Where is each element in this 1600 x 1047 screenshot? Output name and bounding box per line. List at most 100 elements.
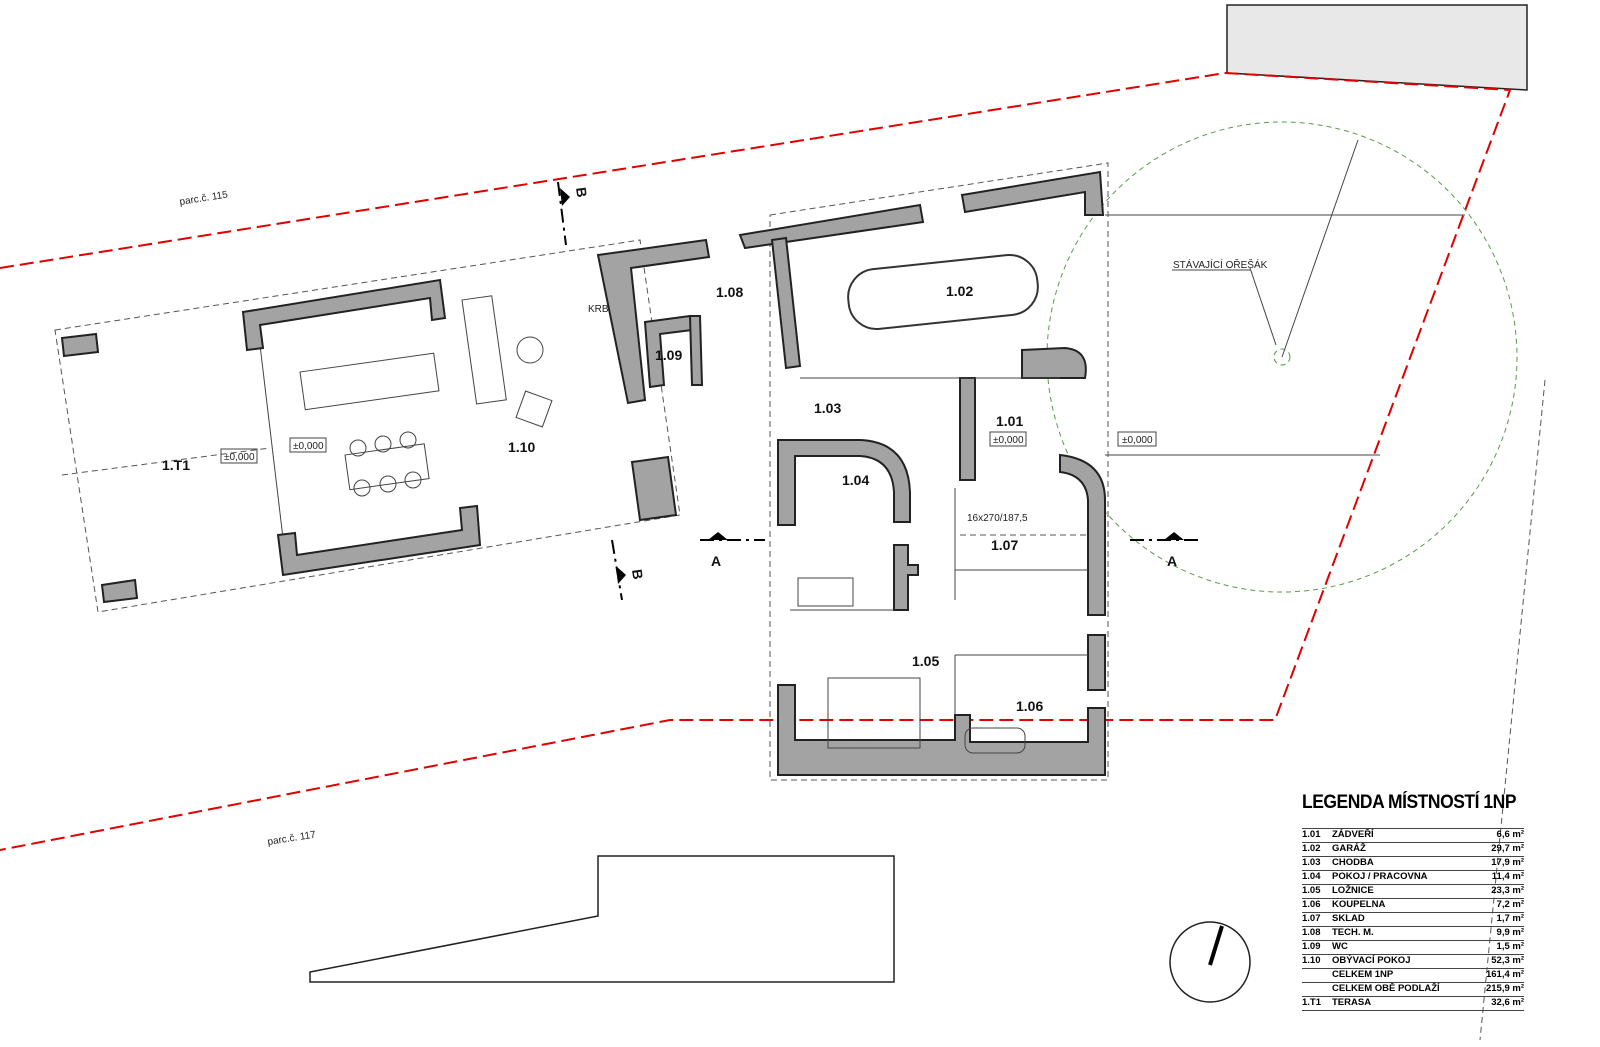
chairs (349, 431, 422, 497)
legend-room-number: 1.08 (1302, 927, 1321, 938)
room-label-107: 1.07 (991, 537, 1018, 553)
legend-row: 1.T1 TERASA 32,6 m² (1302, 997, 1524, 1011)
parcel-label-north: parc.č. 115 (179, 189, 229, 208)
section-marker-b-north: B (557, 181, 590, 246)
svg-text:B: B (629, 568, 646, 580)
svg-text:A: A (711, 553, 721, 569)
section-marker-a-east: A (1130, 532, 1198, 569)
legend-row: 1.03 CHODBA 17,9 m² (1302, 857, 1524, 871)
legend-room-area: 23,3 m² (1491, 885, 1524, 896)
legend-room-name: POKOJ / PRACOVNA (1332, 871, 1428, 882)
svg-text:A: A (1167, 553, 1177, 569)
wall-vestibule (959, 377, 976, 481)
wall-south (777, 684, 1106, 776)
terrace-divider (61, 447, 271, 476)
legend-row: 1.01 ZÁDVEŘÍ 6,6 m² (1302, 828, 1524, 843)
neighbour-building-south (309, 855, 895, 983)
svg-text:±0,000: ±0,000 (1122, 435, 1153, 446)
existing-tree-crown (1046, 121, 1518, 593)
wall-living-south (276, 504, 482, 577)
legend-room-number: 1.05 (1302, 885, 1321, 896)
bed (827, 677, 921, 749)
legend-room-number: 1.02 (1302, 843, 1321, 854)
room-label-102: 1.02 (946, 283, 973, 299)
section-marker-a-west: A (700, 532, 765, 569)
desk (797, 577, 854, 607)
room-label-101: 1.01 (996, 413, 1023, 429)
legend-room-area: 11,4 m² (1491, 871, 1524, 882)
wall-room-104 (777, 439, 911, 526)
legend-room-area: 32,6 m² (1491, 997, 1524, 1008)
room-label-105: 1.05 (912, 653, 939, 669)
svg-text:B: B (573, 186, 590, 198)
level-marker: ±0,000 (220, 448, 258, 464)
road-edge (1479, 379, 1546, 1041)
room-label-110: 1.10 (508, 439, 535, 455)
section-marker-b-south: B (611, 539, 646, 601)
legend-room-name: CELKEM 1NP (1332, 969, 1394, 980)
legend-room-area: 52,3 m² (1491, 955, 1524, 966)
legend-room-number: 1.09 (1302, 941, 1321, 952)
legend-room-area: 1,7 m² (1496, 913, 1524, 924)
wall-garage-west (770, 236, 802, 370)
svg-text:±0,000: ±0,000 (993, 435, 1024, 446)
legend-room-area: 9,9 m² (1496, 927, 1524, 938)
terrace-pillar (60, 332, 100, 358)
svg-text:±0,000: ±0,000 (293, 441, 324, 452)
legend-room-name: LOŽNICE (1332, 885, 1374, 896)
dining-table (344, 443, 430, 491)
parcel-boundary (0, 71, 1512, 851)
legend-room-area: 17,9 m² (1491, 857, 1524, 868)
legend-room-number (1302, 969, 1332, 982)
legend-title: LEGENDA MÍSTNOSTÍ 1NP (1302, 792, 1517, 813)
legend-room-name: CHODBA (1332, 857, 1374, 868)
legend-room-number: 1.07 (1302, 913, 1321, 924)
legend-room-name: TERASA (1332, 997, 1372, 1008)
wall-living-north (241, 278, 447, 352)
legend-row: 1.05 LOŽNICE 23,3 m² (1302, 885, 1524, 899)
terrace-edge (259, 344, 286, 556)
wall-garage-north (738, 203, 925, 250)
room-label-104: 1.04 (842, 472, 869, 488)
armchair (515, 390, 553, 428)
room-label-103: 1.03 (814, 400, 841, 416)
legend-room-number: 1.T1 (1302, 997, 1322, 1008)
tree-radius-arrow (1281, 139, 1359, 358)
legend-room-name: TECH. M. (1332, 927, 1374, 938)
legend-room-number: 1.01 (1302, 829, 1321, 840)
svg-text:±0,000: ±0,000 (224, 452, 255, 463)
room-label-109: 1.09 (655, 347, 682, 363)
column (630, 455, 678, 522)
legend-room-name: SKLAD (1332, 913, 1365, 924)
terrace-outline (54, 239, 681, 613)
wall-garage-corner (1021, 346, 1087, 379)
wall-stairs (1059, 453, 1106, 616)
legend-room-number: 1.03 (1302, 857, 1321, 868)
room-label-108: 1.08 (716, 284, 743, 300)
legend-room-name: GARÁŽ (1332, 843, 1366, 854)
legend-room-area: 161,4 m² (1485, 969, 1524, 980)
wall-garage-north-east (960, 170, 1105, 216)
legend-room-name: OBÝVACÍ POKOJ (1332, 955, 1411, 966)
legend-row: 1.07 SKLAD 1,7 m² (1302, 913, 1524, 927)
legend-room-name: ZÁDVEŘÍ (1332, 829, 1374, 840)
legend-room-number: 1.04 (1302, 871, 1321, 882)
parcel-label-south: parc.č. 117 (267, 829, 317, 848)
tree-leader (1249, 267, 1277, 346)
legend-room-name: KOUPELNA (1332, 899, 1386, 910)
kitchen-island (299, 352, 440, 411)
coffee-table (516, 336, 544, 364)
house-outline (769, 162, 1109, 781)
tree-label: STÁVAJÍCÍ OŘEŠÁK (1173, 258, 1268, 271)
legend-room-area: 7,2 m² (1496, 899, 1524, 910)
car (847, 254, 1039, 330)
bathtub (964, 727, 1026, 754)
legend-room-area: 6,6 m² (1496, 829, 1524, 840)
wall-bath-east (1087, 634, 1106, 691)
north-arrow-icon (1169, 921, 1251, 1003)
